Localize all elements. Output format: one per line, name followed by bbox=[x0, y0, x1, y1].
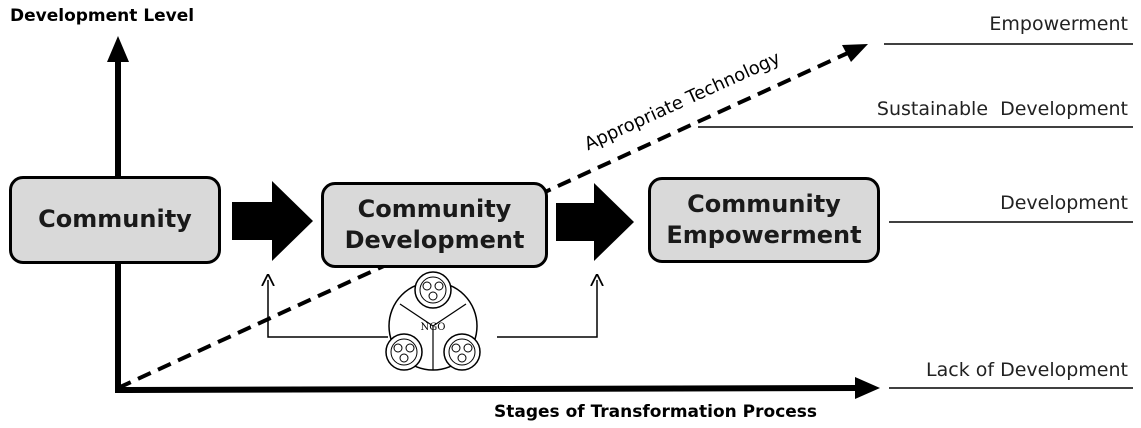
feedback-arrow-left bbox=[268, 280, 388, 338]
level-label-sustainable: Sustainable Development bbox=[876, 98, 1128, 120]
box-community-development-line-2: Development bbox=[344, 226, 525, 254]
level-label-development: Development bbox=[1000, 192, 1128, 214]
box-community-empowerment-line-1: Community bbox=[687, 189, 841, 218]
x-axis bbox=[114, 377, 880, 399]
level-label-lack: Lack of Development bbox=[926, 359, 1128, 381]
ngo-logo-icon: NGO bbox=[385, 271, 481, 371]
box-community-empowerment-line-2: Empowerment bbox=[666, 221, 862, 249]
feedback-arrow-right bbox=[497, 280, 597, 338]
block-arrow-1 bbox=[232, 181, 313, 261]
box-community-development-line-1: Community bbox=[357, 194, 512, 223]
ngo-label: NGO bbox=[421, 322, 446, 333]
level-label-empowerment: Empowerment bbox=[989, 13, 1128, 35]
box-community-empowerment: Community Empowerment bbox=[648, 177, 880, 263]
box-community: Community bbox=[9, 176, 221, 264]
y-axis-label: Development Level bbox=[10, 6, 195, 26]
box-community-development: Community Development bbox=[321, 182, 548, 268]
x-axis-label: Stages of Transformation Process bbox=[494, 402, 818, 422]
box-community-line-1: Community bbox=[38, 205, 192, 234]
block-arrow-2 bbox=[556, 183, 634, 261]
